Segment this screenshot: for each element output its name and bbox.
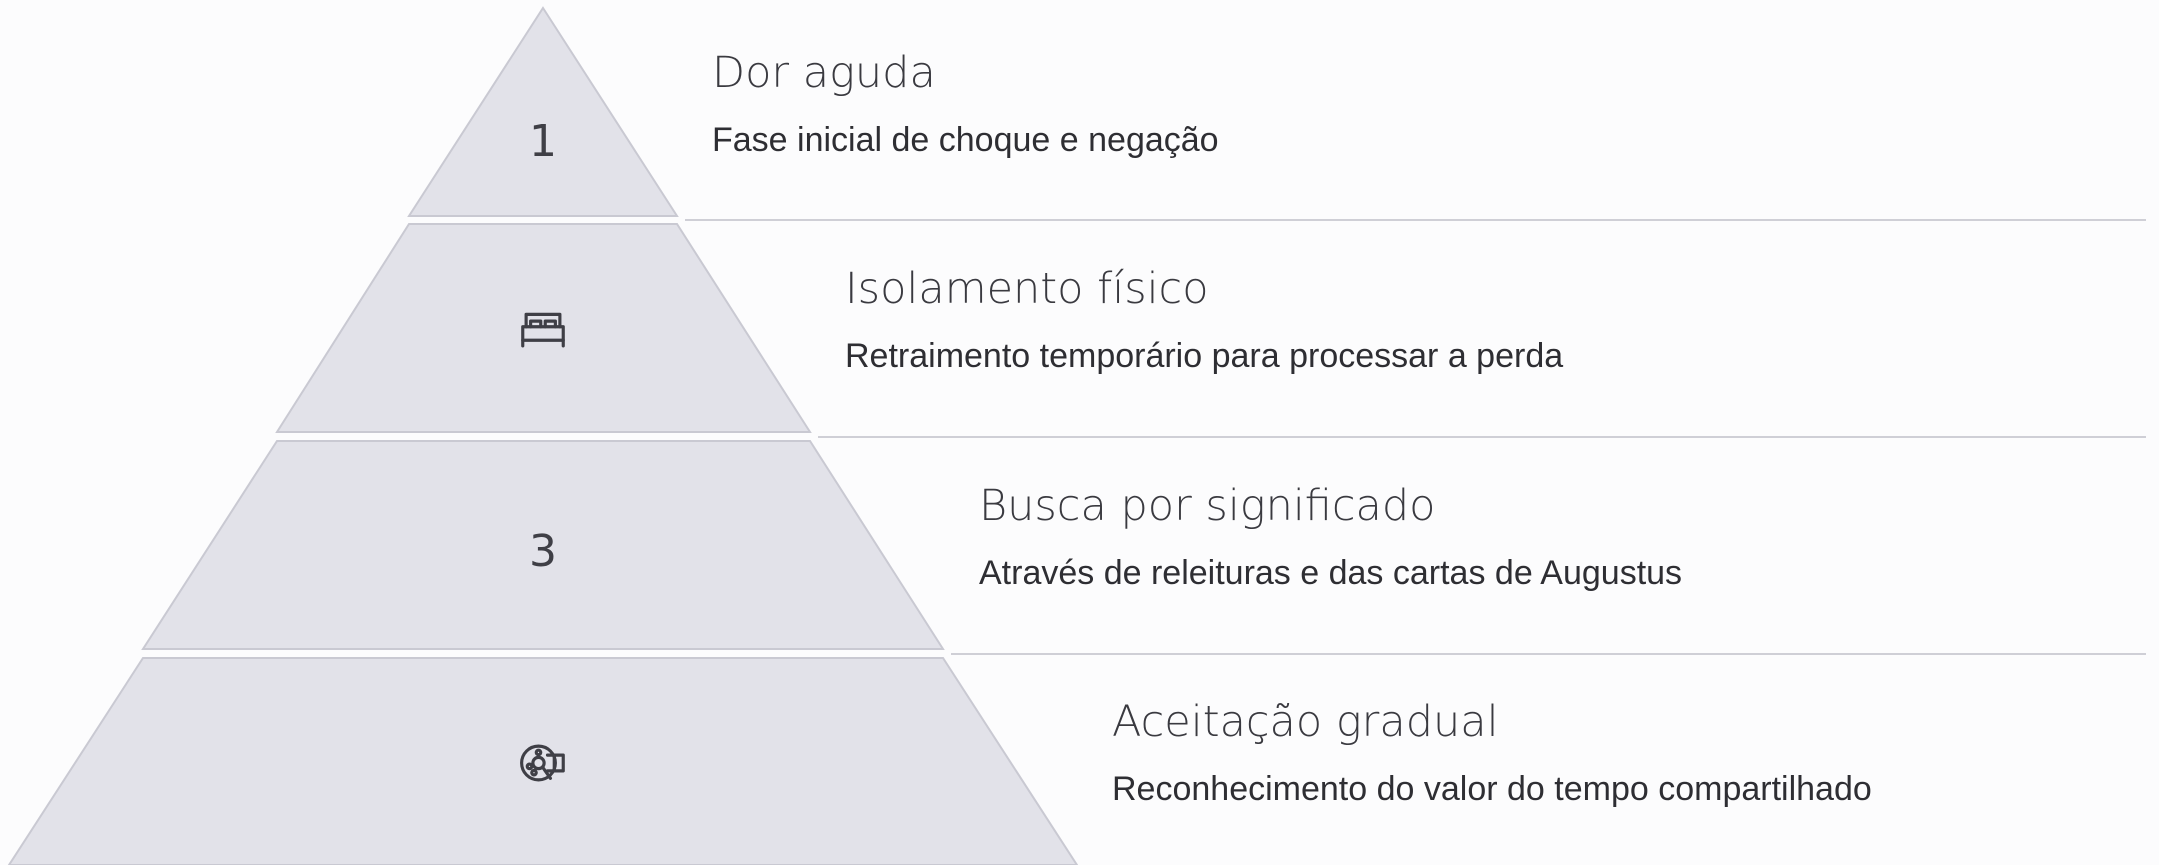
tier-3-shape [141, 440, 945, 650]
level-4-title: Aceitação gradual [1112, 697, 1499, 747]
step-number-3: 3 [529, 526, 557, 577]
step-number-1: 1 [529, 116, 557, 167]
tier-1-shape [407, 6, 679, 217]
film-reel-icon [516, 736, 570, 790]
level-4-label: Aceitação gradual Reconhecimento do valo… [1112, 697, 1872, 808]
level-1-title: Dor aguda [712, 48, 936, 98]
level-3-title: Busca por significado [979, 481, 1436, 531]
level-3-label: Busca por significado Através de releitu… [979, 481, 1683, 592]
level-4-description: Reconhecimento do valor do tempo compart… [1112, 770, 1872, 808]
level-3-description: Através de releituras e das cartas de Au… [979, 554, 1683, 592]
bed-icon [516, 302, 570, 356]
level-1-description: Fase inicial de choque e negação [712, 121, 1219, 159]
level-2-label: Isolamento físico Retraimento temporário… [845, 264, 1564, 375]
level-2-description: Retraimento temporário para processar a … [845, 337, 1564, 375]
level-1-label: Dor aguda Fase inicial de choque e negaç… [712, 48, 1219, 159]
level-2-title: Isolamento físico [845, 264, 1209, 314]
